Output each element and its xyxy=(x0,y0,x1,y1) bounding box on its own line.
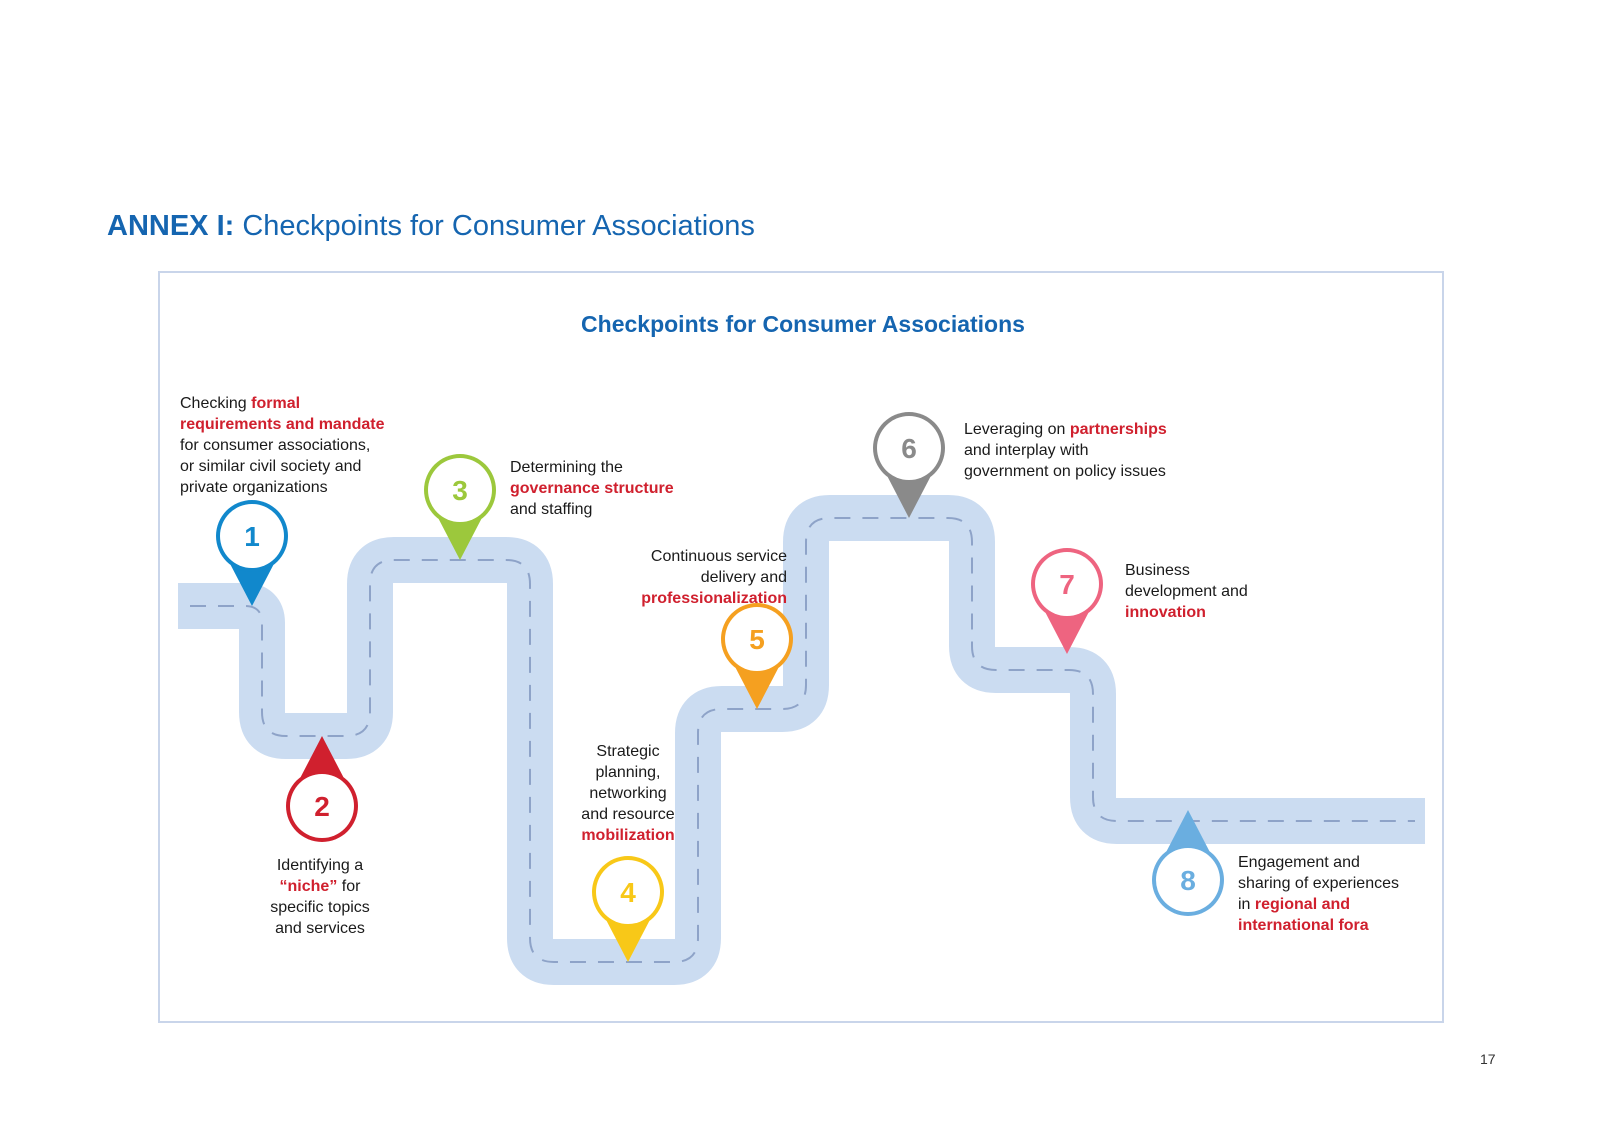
checkpoint-8-pin-icon: 8 xyxy=(1152,810,1224,916)
checkpoint-1-pin-icon: 1 xyxy=(216,500,288,606)
highlighted-text: international fora xyxy=(1238,917,1369,934)
checkpoint-5-label: Continuous service delivery and profession… xyxy=(600,546,787,609)
checkpoint-4-label: Strategic planning, networking and resource… xyxy=(568,741,688,846)
label-text: delivery and xyxy=(700,569,787,586)
highlighted-text: requirements and mandate xyxy=(180,416,385,433)
highlighted-text: “niche” xyxy=(279,878,338,895)
checkpoint-4-pin-icon: 4 xyxy=(592,856,664,962)
label-text: Continuous service xyxy=(650,548,787,565)
pin-face xyxy=(1156,848,1220,912)
label-text: sharing of experiences xyxy=(1238,875,1399,892)
checkpoint-number: 4 xyxy=(620,877,636,908)
diagram-title-text: Checkpoints for Consumer Associations xyxy=(581,311,1025,337)
label-text: specific topics xyxy=(270,899,370,916)
annex-heading: ANNEX I: Checkpoints for Consumer Associ… xyxy=(107,210,755,243)
label-text: and resource xyxy=(581,806,675,823)
checkpoint-3-pin-icon: 3 xyxy=(424,454,496,560)
checkpoint-7-pin-icon: 7 xyxy=(1031,548,1103,654)
checkpoint-2-label: Identifying a “niche” for specific topics a… xyxy=(255,855,385,939)
pin-face xyxy=(428,458,492,522)
checkpoint-7-label: Business development and innovation xyxy=(1125,560,1248,623)
annex-title-text: Checkpoints for Consumer Associations xyxy=(234,210,755,242)
highlighted-text: regional and xyxy=(1254,896,1351,913)
label-text: for consumer associations, xyxy=(180,437,371,454)
pin-face xyxy=(725,607,789,671)
label-text: for xyxy=(337,878,361,895)
diagram-title: Checkpoints for Consumer Associations xyxy=(0,311,1600,338)
label-text: in xyxy=(1238,896,1255,913)
label-text: government on policy issues xyxy=(964,463,1166,480)
label-text: planning, xyxy=(595,764,661,781)
checkpoint-number: 1 xyxy=(244,521,260,552)
checkpoint-3-label: Determining the governance structure and s… xyxy=(510,457,674,520)
highlighted-text: partnerships xyxy=(1069,421,1167,438)
road-lane-markings xyxy=(190,517,1415,963)
checkpoint-number: 7 xyxy=(1059,569,1075,600)
checkpoint-number: 6 xyxy=(901,433,917,464)
label-text: Determining the xyxy=(510,459,623,476)
checkpoint-6-label: Leveraging on partnerships and interplay … xyxy=(964,419,1167,482)
label-text: or similar civil society and xyxy=(180,458,362,475)
label-text: Business xyxy=(1125,562,1190,579)
diagram-frame xyxy=(158,271,1444,1023)
pin-face xyxy=(290,774,354,838)
label-text: Engagement and xyxy=(1238,854,1360,871)
checkpoint-8-label: Engagement and sharing of experiences in r… xyxy=(1238,852,1399,936)
highlighted-text: innovation xyxy=(1125,604,1206,621)
label-text: private organizations xyxy=(180,479,328,496)
label-text: networking xyxy=(589,785,667,802)
pin-face xyxy=(596,860,660,924)
annex-prefix: ANNEX I: xyxy=(107,210,235,242)
label-text: and staffing xyxy=(510,501,593,518)
label-text: and interplay with xyxy=(964,442,1089,459)
label-text: Strategic xyxy=(596,743,660,760)
label-text: development and xyxy=(1125,583,1248,600)
highlighted-text: professionalization xyxy=(641,590,787,607)
label-text: Identifying a xyxy=(276,857,364,874)
pin-face xyxy=(877,416,941,480)
checkpoint-number: 5 xyxy=(749,624,765,655)
page-number: 17 xyxy=(1480,1051,1496,1067)
checkpoint-2-pin-icon: 2 xyxy=(286,736,358,842)
highlighted-text: formal xyxy=(251,395,301,412)
checkpoint-6-pin-icon: 6 xyxy=(873,412,945,518)
pin-face xyxy=(220,504,284,568)
checkpoint-number: 2 xyxy=(314,791,330,822)
highlighted-text: governance structure xyxy=(510,480,674,497)
label-text: Checking xyxy=(180,395,252,412)
checkpoint-1-label: Checking formal requirements and mandate f… xyxy=(180,393,385,498)
checkpoint-5-pin-icon: 5 xyxy=(721,603,793,709)
label-text: and services xyxy=(275,920,365,937)
checkpoint-number: 8 xyxy=(1180,865,1196,896)
checkpoint-number: 3 xyxy=(452,475,468,506)
pin-face xyxy=(1035,552,1099,616)
highlighted-text: mobilization xyxy=(581,827,675,844)
label-text: Leveraging on xyxy=(964,421,1070,438)
